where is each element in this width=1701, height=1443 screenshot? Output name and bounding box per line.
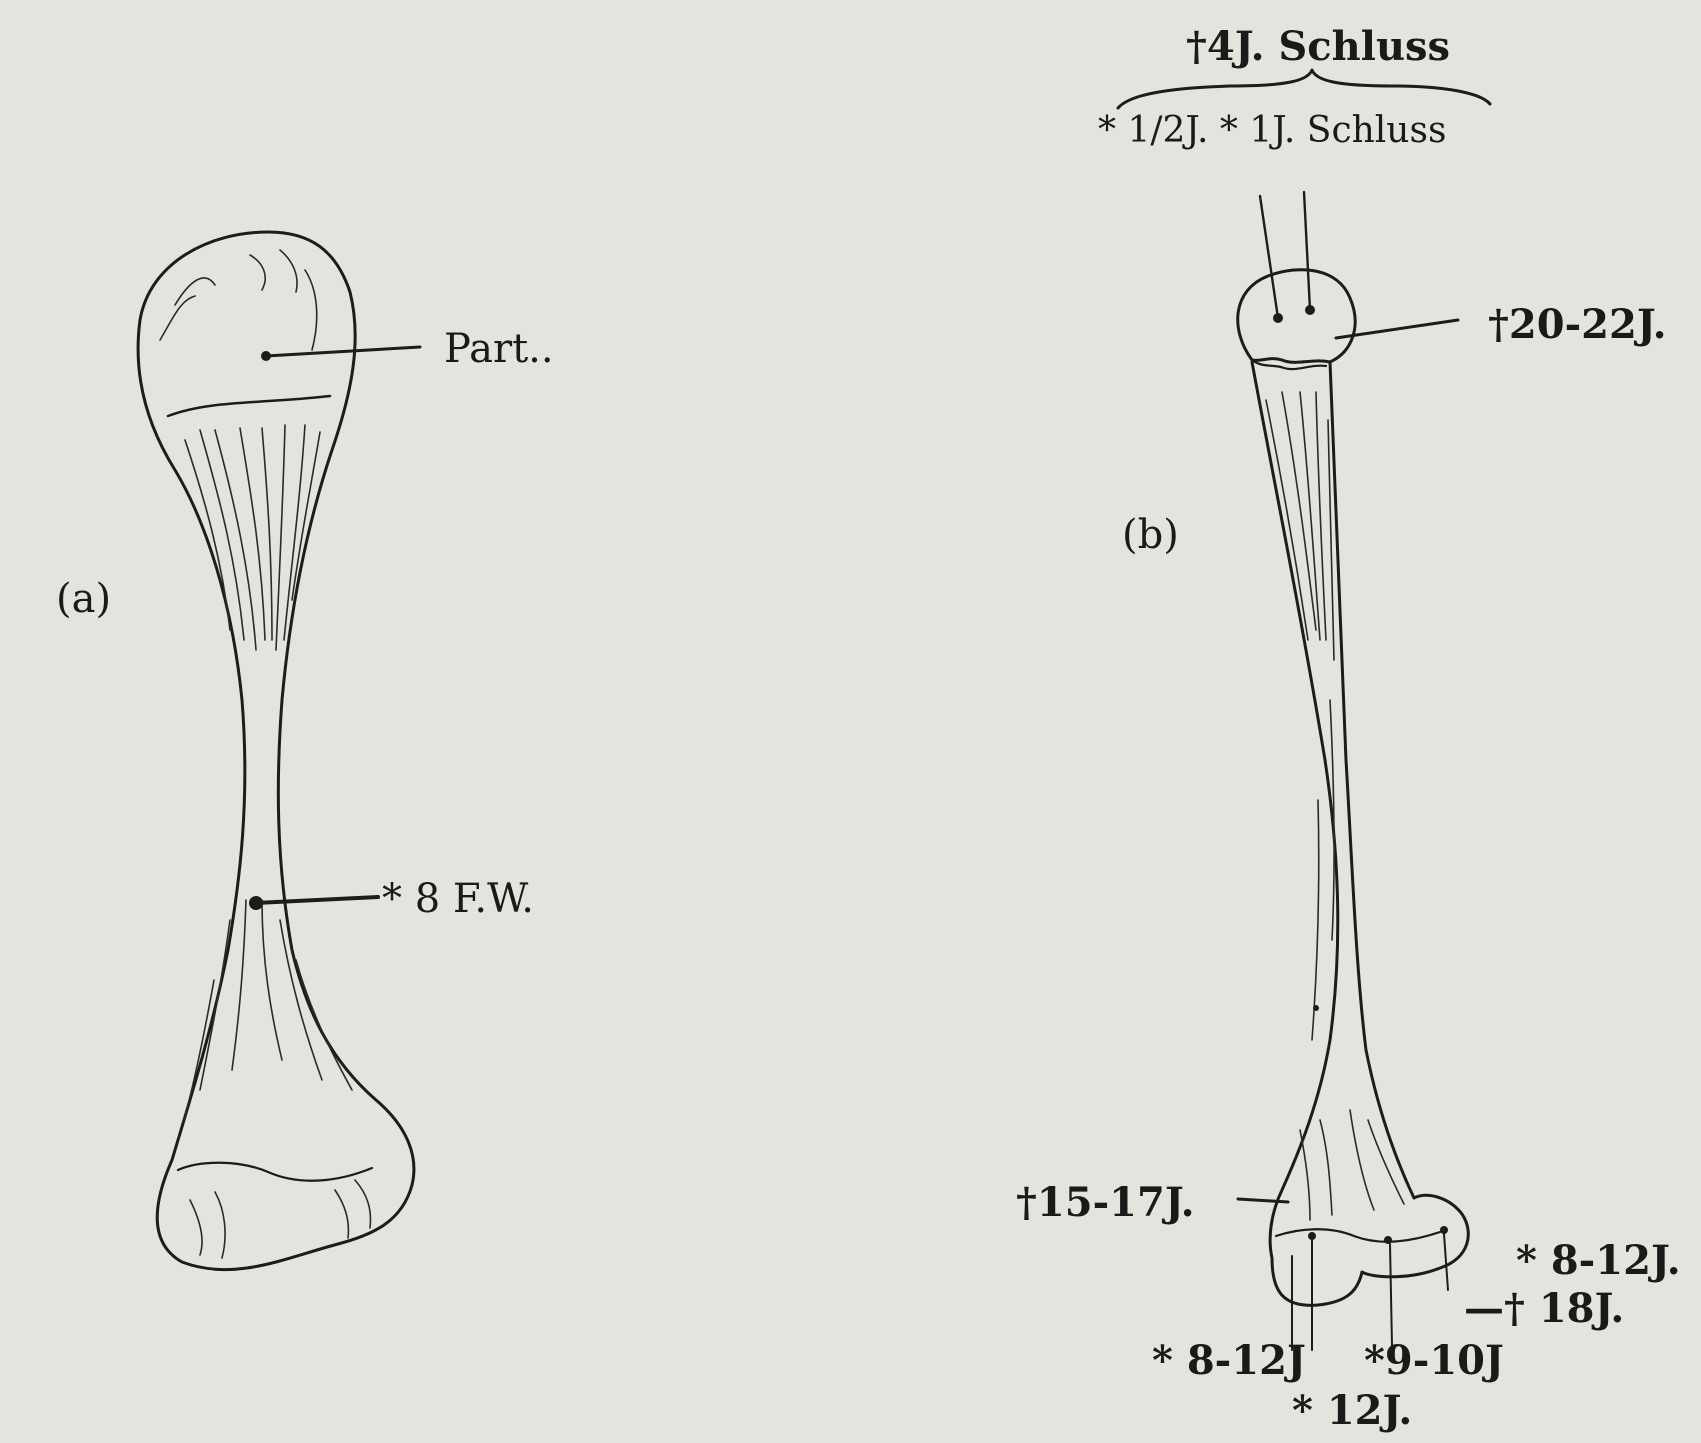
- leader-b-top-2: [1304, 192, 1310, 310]
- panel-a-marker: (a): [56, 576, 111, 622]
- ossification-point-b-condyle-2: [1384, 1236, 1392, 1244]
- bone-b-drawing: [1238, 270, 1469, 1306]
- label-b-top-split: * 1/2J. * 1J. Schluss: [1098, 110, 1446, 151]
- label-b-bottom-center: * 12J.: [1292, 1387, 1412, 1434]
- brace-b-top: [1118, 70, 1490, 108]
- label-b-right-fusion: —† 18J.: [1464, 1285, 1624, 1332]
- label-a-shaft: * 8 F.W.: [382, 876, 534, 922]
- label-b-right-epicondyle: * 8-12J.: [1516, 1237, 1681, 1284]
- leader-a-shaft: [256, 897, 378, 903]
- ossification-point-b-condyle-3: [1440, 1226, 1448, 1234]
- label-b-bottom-left: * 8-12J: [1152, 1337, 1306, 1384]
- label-b-top-combined: †4J. Schluss: [1186, 23, 1450, 70]
- label-b-left-epicondyle: †15-17J.: [1016, 1179, 1195, 1226]
- label-b-head-fusion: †20-22J.: [1488, 301, 1667, 348]
- bone-a-outline: [138, 232, 414, 1270]
- label-b-bottom-middle: *9-10J: [1364, 1337, 1504, 1384]
- ossification-point-b-condyle-1: [1308, 1232, 1316, 1240]
- label-a-part: Part..: [444, 326, 554, 372]
- bone-a-drawing: [138, 232, 414, 1270]
- leader-b-left-epicondyle: [1238, 1199, 1288, 1202]
- leader-a-part: [266, 347, 420, 356]
- panel-b-marker: (b): [1122, 512, 1179, 558]
- bone-b-head: [1238, 270, 1355, 363]
- leader-b-top-1: [1260, 196, 1278, 318]
